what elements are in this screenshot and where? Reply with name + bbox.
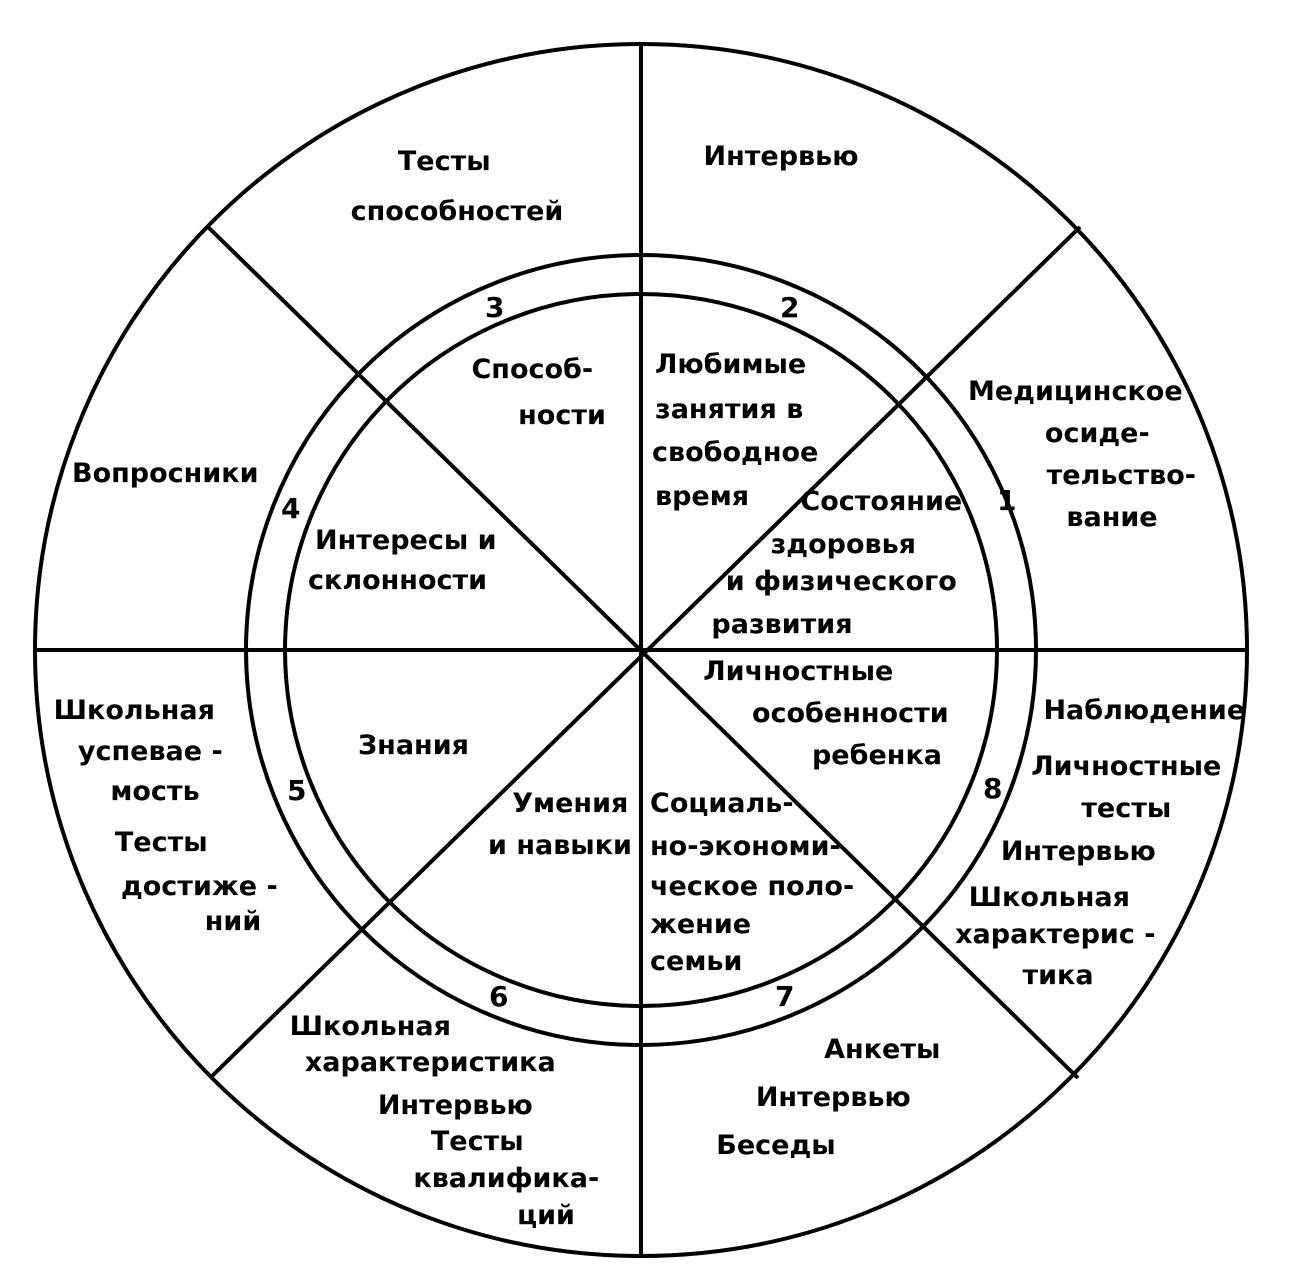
diagonal-divider-nw-se [205,224,1080,1080]
inner-label-interests: Интересы и склонности [308,525,506,596]
inner-label-hobbies: Любимые занятия в свободное время [652,349,828,512]
inner-label-personality: Личностные особенности ребенка [703,656,958,771]
outer-label-family-methods: Анкеты Интервью Беседы [716,1034,950,1161]
inner-label-abilities: Способ- ности [471,354,605,431]
outer-label-school-performance: Школьная успевае - мость [54,695,232,807]
sector-number-3: 3 [485,291,504,324]
outer-label-achievement-tests: Тесты достиже - ний [115,827,287,937]
outer-label-ability-tests: Тесты способностей [351,146,564,227]
sector-number-5: 5 [287,774,306,807]
inner-label-skills: Умения и навыки [488,788,638,861]
outer-label-medical: Медицинское осиде- тельство- вание [968,376,1205,533]
sector-number-6: 6 [489,980,508,1013]
outer-label-interview-top: Интервью [704,141,859,172]
outer-label-personality-methods: Наблюдение Личностные тесты Интервью Шко… [955,695,1254,991]
sector-number-4: 4 [281,492,300,525]
inner-label-knowledge: Знания [358,730,469,761]
sector-number-1: 1 [997,484,1016,517]
outer-label-school-methods: Школьная характеристика Интервью Тесты к… [290,1011,609,1231]
outer-label-questionnaires: Вопросники [72,458,258,489]
sector-number-2: 2 [780,291,799,324]
sector-number-8: 8 [983,772,1002,805]
inner-label-health: Состояние здоровья и физического развити… [711,486,971,640]
inner-label-socioeconomic: Социаль- но-экономи- ческое поло- жение … [650,788,864,977]
sector-number-7: 7 [775,980,794,1013]
